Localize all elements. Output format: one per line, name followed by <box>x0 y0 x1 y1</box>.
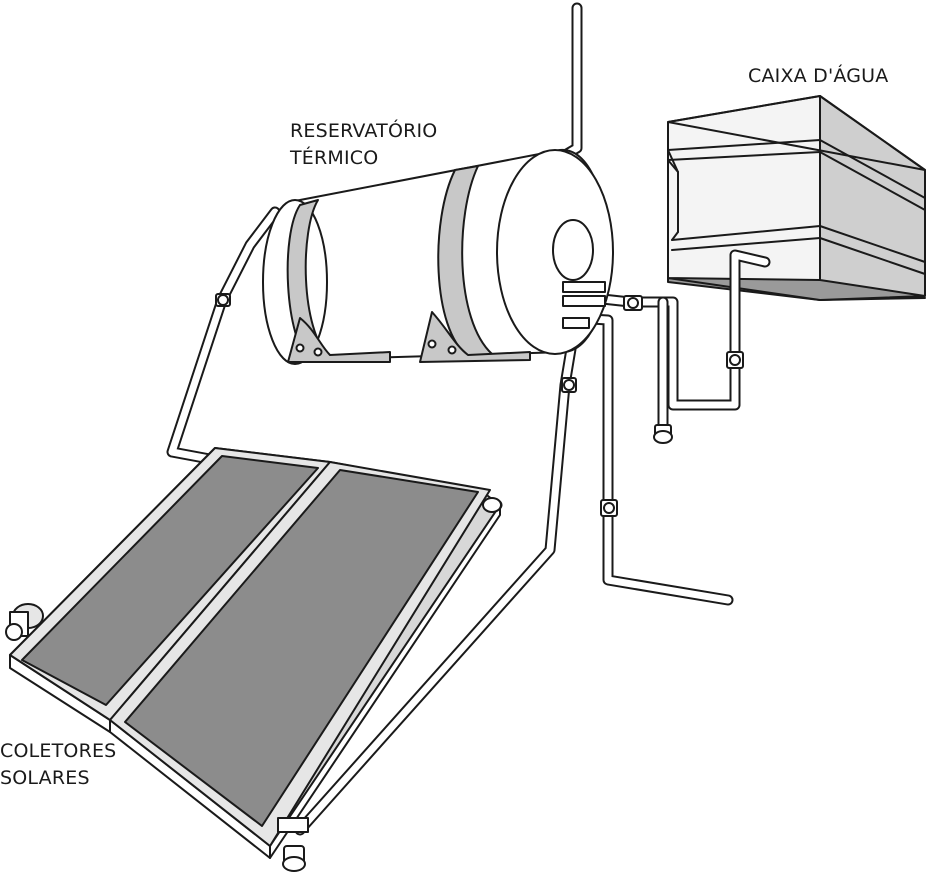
drain-valve-icon <box>653 424 673 444</box>
valve-icon <box>623 295 643 311</box>
valve-icon <box>215 293 231 307</box>
valve-icon <box>561 377 577 393</box>
solar-collectors <box>5 447 502 859</box>
label-caixa-dagua: CAIXA D'ÁGUA <box>748 65 889 87</box>
label-coletores-line1: COLETORES <box>0 740 117 762</box>
drain-valve-icon <box>282 845 306 872</box>
reservoir-support-left <box>287 317 391 363</box>
label-reservatorio-line2: TÉRMICO <box>290 147 379 169</box>
collector-left-glass <box>21 455 319 706</box>
valves <box>215 293 744 872</box>
label-coletores-line2: SOLARES <box>0 767 90 789</box>
water-tank-side <box>819 95 926 297</box>
water-tank <box>667 95 926 302</box>
label-reservatorio-line1: RESERVATÓRIO <box>290 120 438 142</box>
collector-right-glass <box>124 469 479 827</box>
reservoir-support-right <box>419 311 531 363</box>
valve-icon <box>600 499 618 517</box>
valve-icon <box>726 351 744 369</box>
thermal-reservoir <box>262 148 614 365</box>
